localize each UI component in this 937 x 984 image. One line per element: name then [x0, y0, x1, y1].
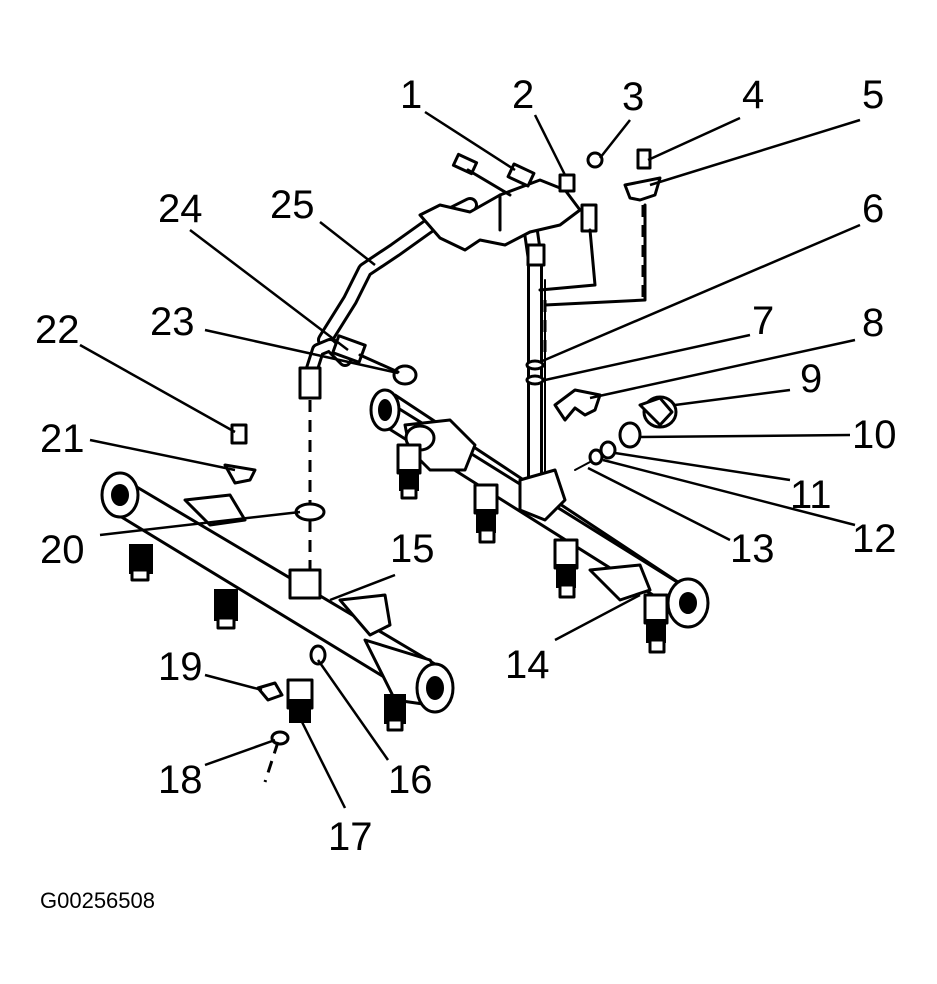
left-rail-small-parts — [223, 423, 327, 783]
callout-20: 20 — [40, 528, 85, 572]
callout-18: 18 — [158, 758, 203, 802]
callout-11: 11 — [790, 473, 832, 517]
callout-25: 25 — [270, 183, 315, 227]
injector-right-4 — [643, 593, 669, 654]
callout-8: 8 — [862, 301, 884, 345]
pipe-junction-bracket — [418, 148, 662, 307]
callout-13: 13 — [730, 527, 775, 571]
injector-left-3 — [384, 694, 406, 732]
callout-1: 1 — [400, 73, 422, 117]
injector-right-2 — [473, 483, 499, 544]
callout-10: 10 — [852, 413, 897, 457]
callout-15: 15 — [390, 527, 435, 571]
callout-5: 5 — [862, 73, 884, 117]
injector-left-2 — [214, 589, 238, 630]
injector-right-1 — [396, 443, 422, 500]
callout-23: 23 — [150, 300, 195, 344]
callout-4: 4 — [742, 73, 764, 117]
callout-19: 19 — [158, 645, 203, 689]
fuel-return-pipe — [522, 217, 547, 488]
callout-21: 21 — [40, 417, 85, 461]
injector-right-3 — [553, 538, 579, 599]
callout-7: 7 — [752, 299, 774, 343]
callout-3: 3 — [622, 75, 644, 119]
callout-12: 12 — [852, 517, 897, 561]
callout-6: 6 — [862, 187, 884, 231]
callout-16: 16 — [388, 758, 433, 802]
callout-9: 9 — [800, 357, 822, 401]
left-fuel-rail — [100, 471, 455, 732]
callout-22: 22 — [35, 308, 80, 352]
figure-id: G00256508 — [40, 888, 155, 913]
injector-left-1 — [129, 544, 153, 582]
callout-17: 17 — [328, 815, 373, 859]
leader-lines — [79, 110, 861, 809]
callout-labels: 1 2 3 4 5 6 7 8 9 10 11 12 13 14 15 16 1… — [35, 73, 897, 859]
callout-2: 2 — [512, 73, 534, 117]
right-fuel-rail — [369, 388, 710, 654]
callout-24: 24 — [158, 187, 203, 231]
regulator-parts — [525, 359, 678, 471]
callout-14: 14 — [505, 643, 550, 687]
